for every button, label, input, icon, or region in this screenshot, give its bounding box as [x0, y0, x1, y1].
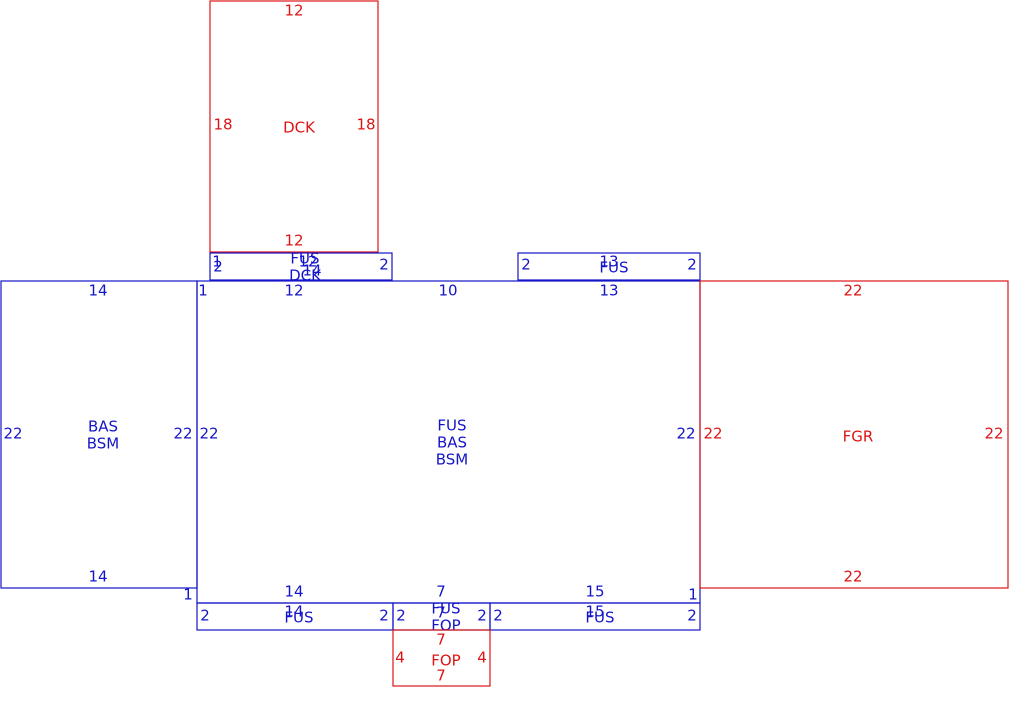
area-fgr-label: FGR — [843, 428, 874, 446]
area-fop-dim-left: 4 — [395, 649, 405, 667]
area-dck-outline — [209, 0, 379, 253]
area-fus-top-right-strip-dim-right: 2 — [687, 256, 697, 274]
area-main-dim-right: 22 — [676, 425, 695, 443]
area-main-dim-top-3: 10 — [438, 282, 457, 300]
area-fus-fop-strip[interactable]: FUS FOP 7 2 2 — [392, 600, 491, 635]
area-fus-fop-strip-dim-top: 7 — [436, 604, 446, 622]
area-main-label-1: FUS — [437, 417, 466, 435]
area-fus-dck-strip-label-1: FUS — [290, 250, 319, 268]
area-fus-bottom-right-strip-dim-left: 2 — [493, 607, 503, 625]
area-fus-top-right-strip[interactable]: FUS 13 2 2 — [517, 252, 701, 281]
area-fgr-outline — [699, 280, 1009, 589]
area-fus-fop-strip-dim-right: 2 — [477, 607, 487, 625]
area-main-dim-bottom-3: 15 — [585, 583, 604, 601]
area-fus-top-right-strip-outline — [517, 252, 701, 281]
area-dck-dim-right: 18 — [356, 116, 375, 134]
area-fgr-dim-left: 22 — [703, 425, 722, 443]
area-fus-bottom-left-strip[interactable]: FUS 14 2 2 — [196, 602, 394, 631]
area-fus-dck-strip-dim-left: 2 — [213, 258, 223, 276]
area-fus-bottom-right-strip-dim-top: 15 — [585, 603, 604, 621]
area-fgr-dim-right: 22 — [984, 425, 1003, 443]
area-fus-fop-strip-dim-left: 2 — [396, 607, 406, 625]
area-fus-dck-strip-dim-top: 12 — [298, 253, 317, 271]
area-fus-bottom-left-strip-label: FUS — [284, 609, 313, 627]
area-fus-top-right-strip-dim-top: 13 — [599, 253, 618, 271]
area-fop-label: FOP — [431, 652, 460, 670]
area-fus-top-right-strip-label: FUS — [599, 259, 628, 277]
area-fus-dck-strip-dim-extra: 1 — [212, 253, 222, 271]
area-fus-bottom-right-strip-dim-right: 2 — [687, 607, 697, 625]
area-fus-bottom-right-strip[interactable]: FUS 15 2 2 — [489, 602, 701, 631]
area-fop-dim-right: 4 — [477, 649, 487, 667]
area-dck-dim-top: 12 — [284, 2, 303, 20]
area-main-dim-top-4: 13 — [599, 282, 618, 300]
area-main-label-3: BSM — [436, 451, 469, 469]
area-main-label-2: BAS — [437, 434, 467, 452]
area-main-dim-top-2: 12 — [284, 282, 303, 300]
area-fus-bottom-right-strip-outline — [489, 602, 701, 631]
area-main-dim-bottom-4: 1 — [688, 586, 698, 604]
area-fus-bottom-left-strip-dim-left: 2 — [200, 607, 210, 625]
area-main-dim-bottom-1: 14 — [284, 583, 303, 601]
area-main-dim-left: 22 — [199, 425, 218, 443]
area-fus-dck-strip-dim-right: 2 — [379, 256, 389, 274]
area-dck-dim-bottom: 12 — [284, 232, 303, 250]
area-fus-dck-strip[interactable]: FUS DCK 12 14 2 1 2 — [209, 250, 393, 285]
area-bas-bsm-label-1: BAS — [88, 418, 118, 436]
area-bas-bsm-dim-bottom: 14 — [88, 568, 107, 586]
area-fop-dim-bottom: 7 — [436, 667, 446, 685]
area-fus-dck-strip-label-2: DCK — [289, 267, 322, 285]
area-fop-outline — [392, 629, 491, 687]
area-dck[interactable]: DCK 12 12 18 18 — [209, 0, 379, 253]
area-fop-dim-top: 7 — [436, 631, 446, 649]
area-fus-fop-strip-label-1: FUS — [431, 600, 460, 618]
area-bas-bsm-dim-top: 14 — [88, 282, 107, 300]
area-dck-dim-left: 18 — [213, 116, 232, 134]
area-dck-label: DCK — [283, 119, 316, 137]
area-main[interactable]: FUS BAS BSM 1 12 10 13 22 22 14 7 15 1 1 — [183, 280, 701, 604]
area-bas-bsm[interactable]: BAS BSM 14 14 22 22 — [0, 280, 198, 589]
area-main-dim-bottom-2: 7 — [436, 583, 446, 601]
area-main-dim-corner: 1 — [183, 586, 193, 604]
area-fgr[interactable]: FGR 22 22 22 22 — [699, 280, 1009, 589]
area-fus-bottom-left-strip-dim-top: 14 — [284, 603, 303, 621]
area-fgr-dim-bottom: 22 — [843, 568, 862, 586]
area-fus-dck-strip-dim-bottom: 14 — [302, 262, 321, 280]
area-fus-bottom-left-strip-dim-right: 2 — [379, 607, 389, 625]
area-bas-bsm-dim-right: 22 — [173, 425, 192, 443]
area-fus-top-right-strip-dim-left: 2 — [521, 256, 531, 274]
area-fus-bottom-right-strip-label: FUS — [585, 609, 614, 627]
area-fop[interactable]: FOP 7 7 4 4 — [392, 629, 491, 687]
area-bas-bsm-dim-left: 22 — [3, 425, 22, 443]
area-main-dim-top-1: 1 — [198, 282, 208, 300]
area-fgr-dim-top: 22 — [843, 282, 862, 300]
area-bas-bsm-label-2: BSM — [87, 435, 120, 453]
area-fus-dck-strip-outline — [209, 252, 393, 281]
